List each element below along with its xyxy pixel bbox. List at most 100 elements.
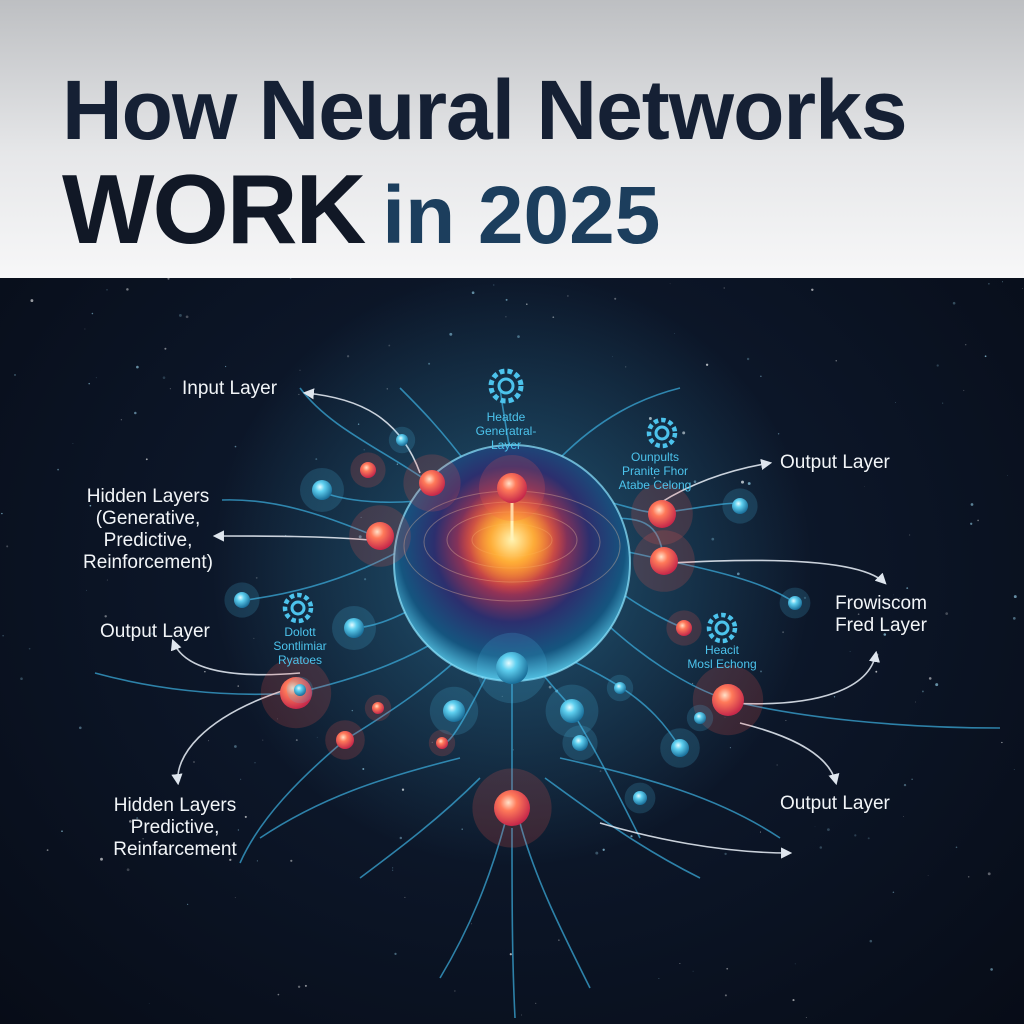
star <box>162 376 166 379</box>
star <box>814 826 816 828</box>
star <box>724 994 727 997</box>
star <box>964 343 967 346</box>
star <box>234 745 237 748</box>
star <box>126 288 129 291</box>
neuron-node-blue <box>694 712 706 724</box>
neuron-node-blue <box>614 682 626 694</box>
star <box>136 817 139 820</box>
star <box>106 289 108 291</box>
star <box>391 869 394 871</box>
caption-left: Dolott Sontlimiar Ryatoes <box>255 625 345 667</box>
label-line: Frowiscom <box>835 593 927 614</box>
caption-line: Ounpults <box>630 450 680 464</box>
star <box>224 365 227 368</box>
star <box>57 468 59 471</box>
star <box>988 283 990 285</box>
star <box>895 402 896 403</box>
star <box>724 852 727 856</box>
caption-line: Pranite Fhor <box>621 464 689 478</box>
star <box>977 519 979 522</box>
star <box>945 612 949 615</box>
caption-right: Heacit Mosl Echong <box>672 643 772 671</box>
star <box>875 670 878 673</box>
star <box>208 740 210 742</box>
star <box>136 365 139 369</box>
star <box>290 859 293 862</box>
star <box>1006 475 1008 476</box>
label-line: Reinfarcement <box>113 839 237 860</box>
network-illustration <box>1 278 1023 1019</box>
star <box>134 411 137 415</box>
neural-network-diagram: Input Layer Hidden Layers (Generative, P… <box>0 278 1024 1024</box>
neuron-node-blue <box>788 596 802 610</box>
connection <box>559 387 681 459</box>
star <box>963 389 965 392</box>
star <box>193 761 195 763</box>
label-line: Predictive, <box>103 530 193 551</box>
star <box>471 923 472 925</box>
arrow-frowiscom <box>669 559 887 585</box>
star <box>726 967 729 970</box>
label-line: Hidden Layers <box>86 486 210 507</box>
star <box>1 512 3 515</box>
connection <box>221 499 381 539</box>
star <box>126 868 130 872</box>
star <box>20 677 23 680</box>
star <box>936 364 939 367</box>
connection <box>359 777 481 879</box>
neuron-node-red <box>372 702 384 714</box>
star <box>262 739 264 741</box>
star <box>128 820 132 823</box>
star <box>209 849 212 852</box>
neuron-node-red <box>360 462 376 478</box>
star <box>120 419 123 421</box>
caption-line: Heacit <box>704 643 739 657</box>
star <box>1013 595 1017 599</box>
star <box>521 1014 522 1016</box>
star <box>509 953 512 956</box>
star <box>857 613 860 616</box>
caption-line: Sontlimiar <box>273 639 327 653</box>
neuron-node-blue <box>633 791 647 805</box>
star <box>935 683 939 687</box>
label-line: Hidden Layers <box>113 795 237 816</box>
network-nodes <box>224 426 811 848</box>
star <box>394 952 397 956</box>
neuron-node-red <box>436 737 448 749</box>
neuron-node-blue <box>572 735 588 751</box>
star <box>984 355 987 358</box>
neuron-node-red <box>497 473 527 503</box>
star <box>658 978 660 980</box>
star <box>760 375 762 377</box>
connection <box>94 672 297 696</box>
star <box>150 523 152 524</box>
title-emphasis: WORK <box>62 154 366 264</box>
star <box>776 764 778 766</box>
label-line: (Generative, <box>95 508 201 529</box>
neuron-node-red <box>366 522 394 550</box>
star <box>178 313 182 317</box>
arrow-hidden-layers <box>212 530 371 542</box>
caption-top-right: Ounpults Pranite Fhor Atabe Celong <box>600 450 710 492</box>
star <box>289 278 292 279</box>
star <box>151 632 154 635</box>
star <box>72 443 74 444</box>
star <box>100 857 103 861</box>
arrow-hidden-layers-2 <box>171 689 286 786</box>
star <box>990 968 993 971</box>
star <box>277 993 280 996</box>
star <box>792 999 795 1002</box>
star <box>86 589 87 591</box>
star <box>679 963 681 965</box>
star <box>2 634 4 637</box>
neuron-node-red <box>712 684 744 716</box>
neuron-node-blue <box>312 480 332 500</box>
star <box>1013 769 1015 770</box>
star <box>835 360 837 362</box>
star <box>256 860 259 862</box>
arrow-output-right <box>729 650 880 705</box>
star <box>104 615 107 618</box>
gear-icon <box>646 417 678 449</box>
star <box>46 849 49 851</box>
